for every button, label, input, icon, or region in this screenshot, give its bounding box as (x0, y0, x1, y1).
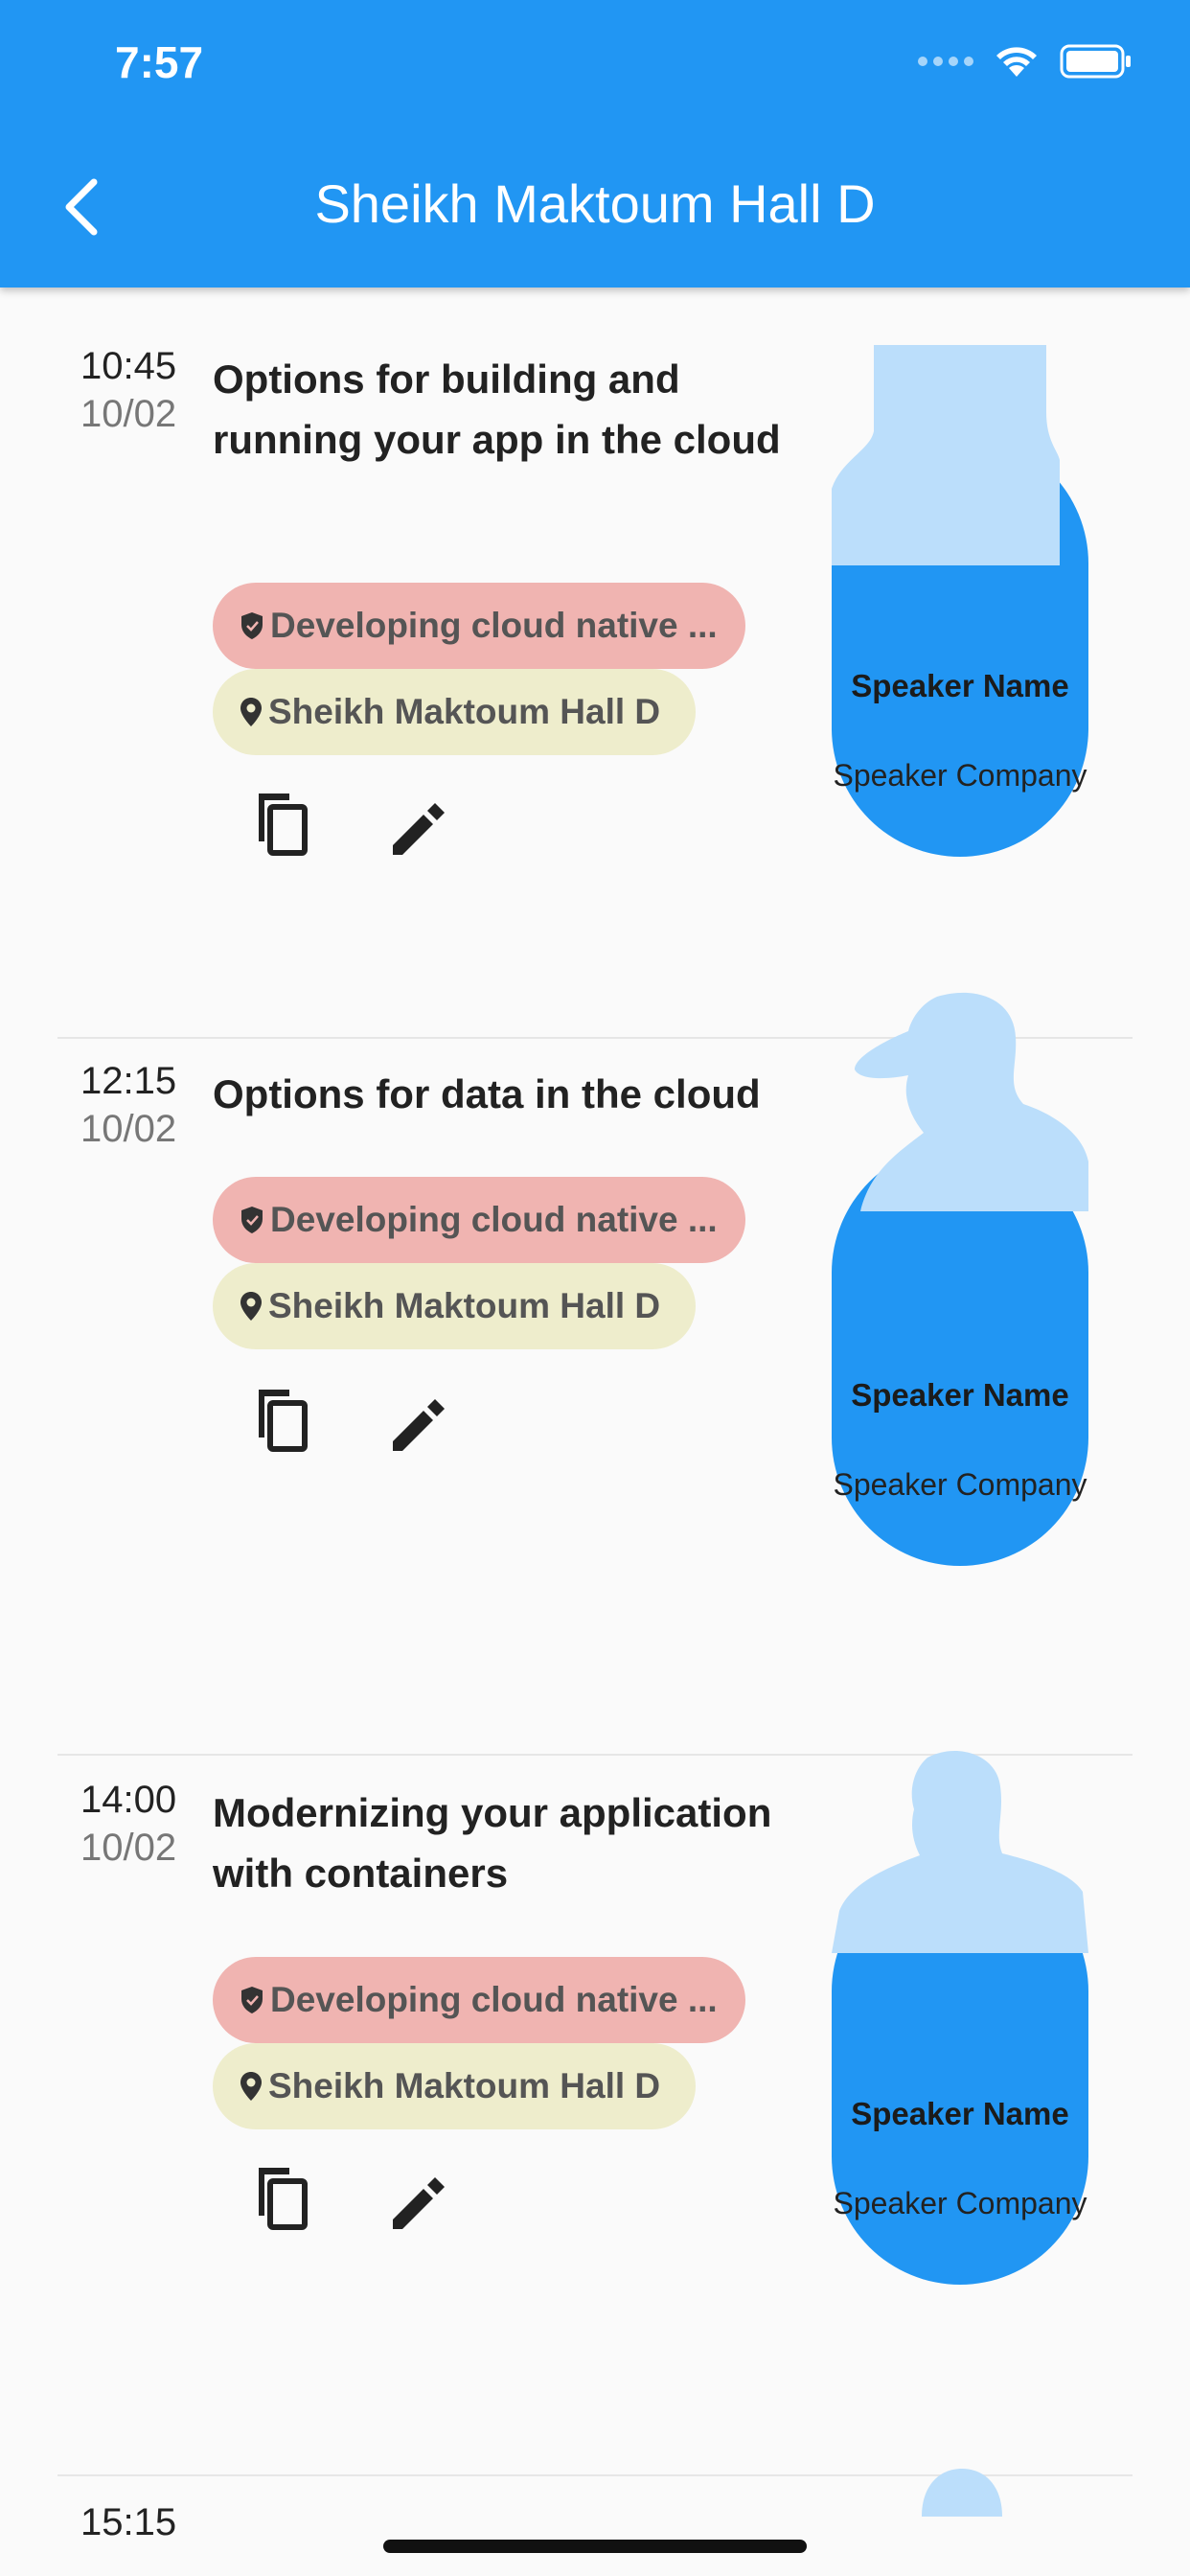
room-chip[interactable]: Sheikh Maktoum Hall D (213, 669, 696, 755)
track-chip[interactable]: Developing cloud native ... (213, 1957, 745, 2043)
session-time: 10:45 (80, 345, 177, 387)
divider (57, 1037, 1133, 1039)
location-pin-icon (240, 2072, 262, 2101)
room-label: Sheikh Maktoum Hall D (268, 1286, 661, 1325)
room-label: Sheikh Maktoum Hall D (268, 2066, 661, 2105)
track-label: Developing cloud native ... (270, 1200, 718, 1239)
divider (57, 2474, 1133, 2476)
session-time: 14:00 (80, 1779, 177, 1821)
speaker-name: Speaker Name (851, 2096, 1069, 2131)
location-pin-icon (240, 1292, 262, 1321)
location-pin-icon (240, 698, 262, 726)
speaker-card[interactable]: Speaker Name Speaker Company (832, 992, 1088, 1566)
status-icons (918, 44, 1133, 79)
session-date: 10/02 (80, 1827, 177, 1869)
speaker-name: Speaker Name (851, 668, 1069, 703)
track-label: Developing cloud native ... (270, 1980, 718, 2019)
room-chip[interactable]: Sheikh Maktoum Hall D (213, 1263, 696, 1349)
battery-icon (1060, 44, 1131, 79)
session-title[interactable]: Options for data in the cloud (213, 1071, 761, 1116)
signal-icon (918, 57, 973, 66)
session-date: 10/02 (80, 393, 177, 435)
speaker-card[interactable]: Speaker Name Speaker Company (832, 345, 1088, 857)
edit-pencil-icon[interactable] (387, 790, 448, 859)
copy-icon[interactable] (249, 2164, 310, 2233)
app-bar: 7:57 Sheikh Maktoum Hall D (0, 0, 1190, 288)
edit-pencil-icon[interactable] (387, 2164, 448, 2233)
shield-icon (241, 612, 263, 639)
track-chip[interactable]: Developing cloud native ... (213, 1177, 745, 1263)
speaker-company: Speaker Company (833, 1467, 1087, 1502)
session-title[interactable]: Options for building and running your ap… (213, 356, 781, 462)
home-indicator[interactable] (383, 2540, 807, 2553)
speaker-avatar-silhouette-partial (922, 2469, 1002, 2517)
session-time-partial: 15:15 (80, 2501, 177, 2543)
status-time: 7:57 (115, 37, 204, 87)
copy-icon[interactable] (249, 1386, 310, 1455)
speaker-company: Speaker Company (833, 758, 1087, 793)
room-label: Sheikh Maktoum Hall D (268, 692, 661, 731)
divider (57, 1754, 1133, 1756)
speaker-avatar-silhouette (855, 992, 1088, 1211)
page-title: Sheikh Maktoum Hall D (314, 173, 876, 234)
track-label: Developing cloud native ... (270, 606, 718, 645)
speaker-avatar-silhouette (832, 345, 1060, 565)
track-chip[interactable]: Developing cloud native ... (213, 583, 745, 669)
session-date: 10/02 (80, 1108, 177, 1150)
session-time: 12:15 (80, 1060, 177, 1102)
room-chip[interactable]: Sheikh Maktoum Hall D (213, 2043, 696, 2129)
speaker-card[interactable]: Speaker Name Speaker Company (832, 1750, 1088, 2285)
speaker-avatar-silhouette (832, 1750, 1088, 1953)
shield-icon (241, 1207, 263, 1233)
session-title[interactable]: Modernizing your application with contai… (213, 1790, 772, 1896)
wifi-icon (996, 47, 1037, 77)
copy-icon[interactable] (249, 790, 310, 859)
shield-icon (241, 1987, 263, 2013)
back-arrow-icon[interactable] (57, 176, 105, 238)
speaker-name: Speaker Name (851, 1377, 1069, 1413)
speaker-company: Speaker Company (833, 2186, 1087, 2220)
edit-pencil-icon[interactable] (387, 1386, 448, 1455)
